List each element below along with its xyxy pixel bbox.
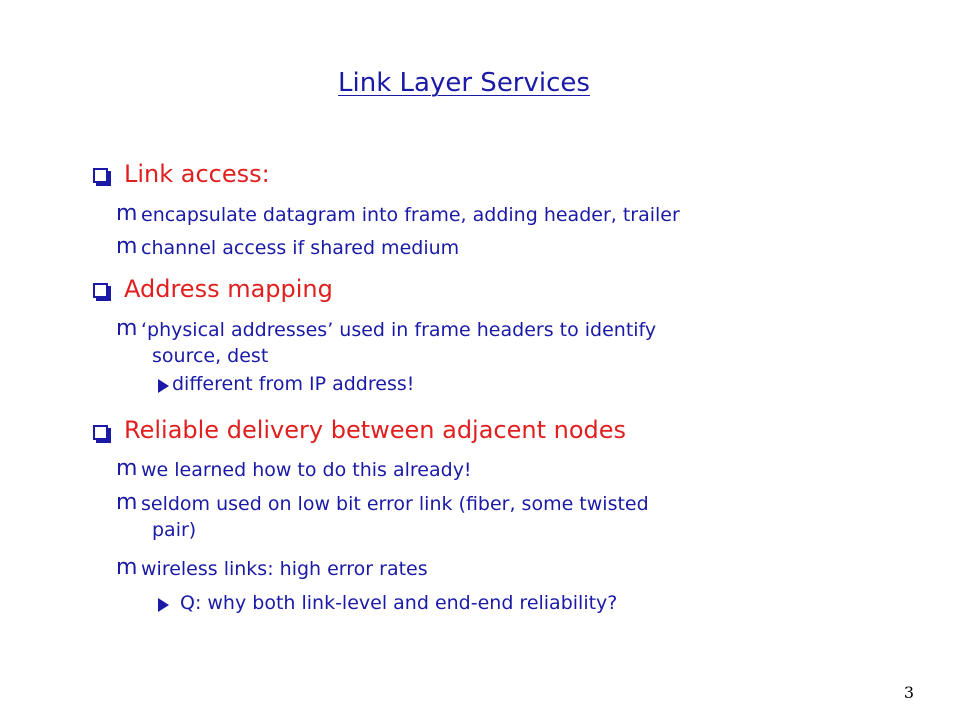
arrow-bullet-icon <box>158 379 169 393</box>
m-bullet-icon: m <box>116 201 138 226</box>
arrow-bullet-icon <box>158 598 169 612</box>
m-bullet-icon: m <box>116 555 138 580</box>
bullet-why-both: Q: why both link-level and end-end relia… <box>180 592 618 614</box>
bullet-channel-access: channel access if shared medium <box>141 237 460 259</box>
bullet-link-access: Link access: <box>124 160 270 188</box>
square-bullet-icon <box>93 283 108 298</box>
bullet-different-from-ip: different from IP address! <box>172 373 415 395</box>
m-bullet-icon: m <box>116 316 138 341</box>
bullet-wireless-links: wireless links: high error rates <box>141 558 428 580</box>
bullet-address-mapping: Address mapping <box>124 275 333 303</box>
m-bullet-icon: m <box>116 456 138 481</box>
square-bullet-icon <box>93 425 108 440</box>
page-number: 3 <box>903 683 914 702</box>
square-bullet-icon <box>93 168 108 183</box>
bullet-learned-already: we learned how to do this already! <box>141 459 472 481</box>
m-bullet-icon: m <box>116 234 138 259</box>
bullet-seldom-used-line1: seldom used on low bit error link (fiber… <box>141 493 649 515</box>
bullet-reliable-delivery: Reliable delivery between adjacent nodes <box>124 416 627 444</box>
slide-title: Link Layer Services <box>338 68 590 98</box>
m-bullet-icon: m <box>116 490 138 515</box>
bullet-seldom-used-line2: pair) <box>152 519 197 541</box>
bullet-encapsulate: encapsulate datagram into frame, adding … <box>141 204 680 226</box>
bullet-physical-addresses-line2: source, dest <box>152 345 269 367</box>
bullet-physical-addresses-line1: ‘physical addresses’ used in frame heade… <box>141 319 657 341</box>
